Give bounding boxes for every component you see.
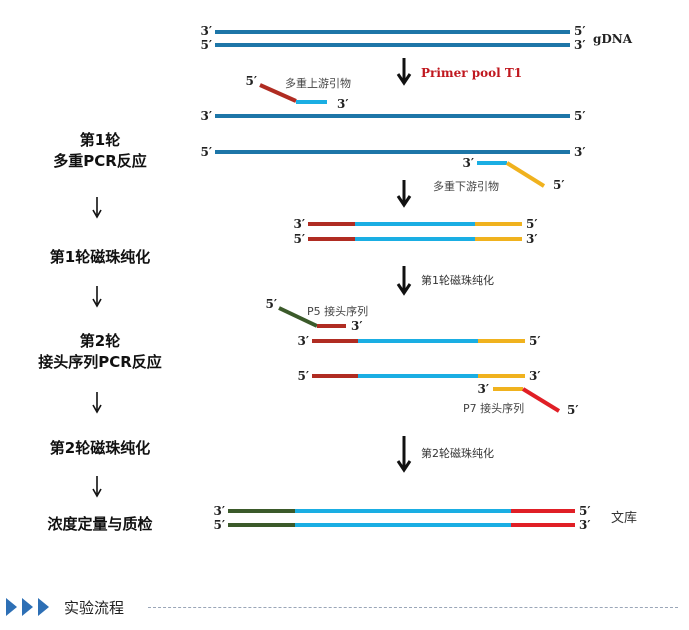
step-4-title: 第2轮磁珠纯化 [0,437,200,458]
down-arrow-icon [92,197,102,219]
gdna-label: gDNA [593,32,633,46]
bead1-label: 第1轮磁珠纯化 [421,273,494,287]
strand-end-label: 5′ [297,369,309,383]
strand-end-label: 5′ [200,38,212,52]
primer-pool-label: Primer pool T1 [421,66,522,80]
reverse-primer-tag [505,161,546,188]
p7-adapter [521,387,561,413]
down-arrow-icon [396,436,412,473]
step-3-line2: 接头序列PCR反应 [38,353,162,371]
strand-end-label: 3′ [200,24,212,38]
down-arrow-icon [92,286,102,308]
chevron-icon [38,598,49,616]
strand-end-label: 5′ [579,504,591,518]
step-4-line1: 第2轮磁珠纯化 [49,439,151,457]
strand-end-label: 3′ [337,97,349,111]
step-5-line1: 浓度定量与质检 [47,515,153,533]
strand-end-label: 3′ [574,38,586,52]
strand-end-label: 3′ [213,504,225,518]
strand-end-label: 5′ [574,24,586,38]
down-arrow-icon [396,180,412,208]
strand-end-label: 5′ [200,145,212,159]
step-3-line1: 第2轮 [79,332,121,350]
down-arrow-icon [92,392,102,414]
step-2-line1: 第1轮磁珠纯化 [49,248,151,266]
strand-end-label: 5′ [574,109,586,123]
p5-adapter [278,306,318,328]
bead2-label: 第2轮磁珠纯化 [421,446,494,460]
p7-label: P7 接头序列 [463,401,524,415]
step-1-title: 第1轮 多重PCR反应 [0,129,200,171]
reverse-primers-label: 多重下游引物 [433,179,499,193]
strand-end-label: 5′ [265,297,277,311]
strand-end-label: 5′ [213,518,225,532]
step-2-title: 第1轮磁珠纯化 [0,246,200,267]
forward-primers-label: 多重上游引物 [285,76,351,90]
strand-end-label: 3′ [293,217,305,231]
chevron-icon [6,598,17,616]
step-1-line1: 第1轮 [79,131,121,149]
step-3-title: 第2轮 接头序列PCR反应 [0,330,200,372]
step-1-line2: 多重PCR反应 [53,152,147,170]
strand-end-label: 5′ [529,334,541,348]
footer-title: 实验流程 [64,599,125,617]
p5-label: P5 接头序列 [307,304,368,318]
down-arrow-icon [396,58,412,86]
strand-end-label: 5′ [293,232,305,246]
forward-primer-tag [259,83,297,103]
strand-end-label: 3′ [529,369,541,383]
strand-end-label: 3′ [526,232,538,246]
strand-end-label: 3′ [297,334,309,348]
down-arrow-icon [396,266,412,296]
strand-end-label: 5′ [553,178,565,192]
chevron-icon [22,598,33,616]
strand-end-label: 3′ [462,156,474,170]
strand-end-label: 5′ [526,217,538,231]
step-5-title: 浓度定量与质检 [0,513,200,534]
footer-divider [148,607,678,608]
library-label: 文库 [611,510,637,526]
strand-end-label: 3′ [200,109,212,123]
strand-end-label: 3′ [579,518,591,532]
strand-end-label: 3′ [574,145,586,159]
strand-end-label: 3′ [351,319,363,333]
strand-end-label: 3′ [477,382,489,396]
down-arrow-icon [92,476,102,498]
strand-end-label: 5′ [245,74,257,88]
strand-end-label: 5′ [567,403,579,417]
